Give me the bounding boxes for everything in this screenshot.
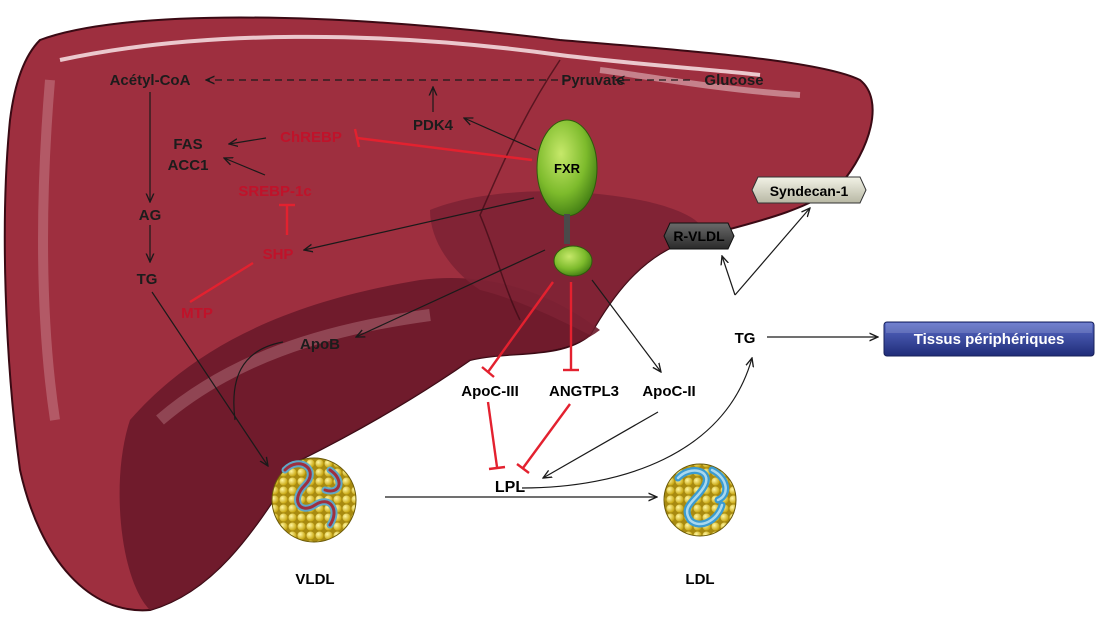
label-lpl: LPL [495,479,525,496]
label-syndecan-1: Syndecan-1 [770,183,849,199]
label-apoc-ii: ApoC-II [642,383,695,400]
label-apob: ApoB [300,336,340,353]
label-vldl: VLDL [295,571,334,588]
label-r-vldl: R-VLDL [673,228,725,244]
label-apoc-iii: ApoC-III [461,383,519,400]
label-mtp: MTP [181,305,213,322]
label-angptl3: ANGTPL3 [549,383,619,400]
label-shp: SHP [263,246,294,263]
label-chrebp: ChREBP [280,129,342,146]
label-pyruvate: Pyruvate [561,72,624,89]
label-acc1: ACC1 [168,157,209,174]
label-tg-plasma: TG [735,330,756,347]
label-ag: AG [139,207,162,224]
label-acetyl-coa: Acétyl-CoA [110,72,191,89]
label-glucose: Glucose [704,72,763,89]
label-pdk4: PDK4 [413,117,454,134]
liver-illustration [5,18,873,611]
label-ldl: LDL [685,571,714,588]
label-fxr: FXR [554,161,581,176]
label-srebp-1c: SREBP-1c [238,183,311,200]
label-fas: FAS [173,136,202,153]
label-tg-liver: TG [137,271,158,288]
ldl-particle [664,464,736,536]
vldl-particle [272,458,356,542]
label-tissus-peripheriques: Tissus périphériques [914,331,1065,348]
